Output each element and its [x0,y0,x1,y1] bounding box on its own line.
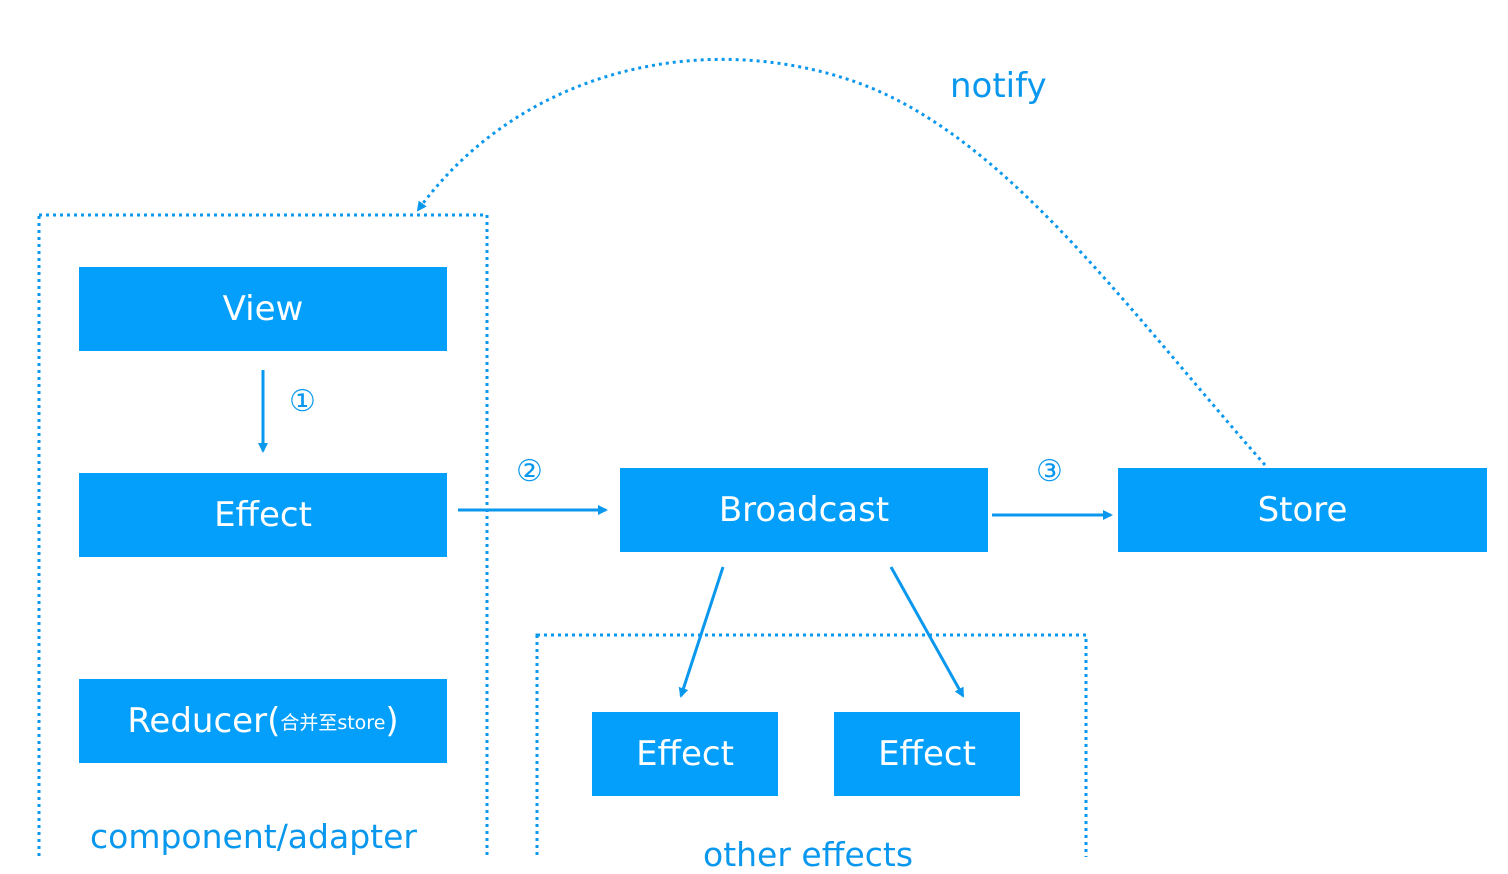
step-three-label: ③ [1036,454,1063,489]
view-label: View [222,289,304,329]
other-effects-label: other effects [703,835,914,874]
other-effect-label-1: Effect [636,734,734,774]
reducer-box: Reducer( 合并至store ) [79,679,447,763]
other-effect-label-2: Effect [878,734,976,774]
reducer-sub-label: 合并至store [280,711,386,734]
notify-label: notify [950,66,1047,106]
other-effect-box-1: Effect [592,712,778,796]
store-box: Store [1118,468,1487,552]
reducer-label: Reducer( [127,701,281,741]
store-label: Store [1257,490,1348,530]
broadcast-label: Broadcast [718,490,890,530]
broadcast-box: Broadcast [620,468,988,552]
broadcast-to-effect-left-arrow [678,566,725,698]
step-two-label: ② [516,454,543,489]
other-effects-group [535,633,1088,857]
other-effect-box-2: Effect [834,712,1020,796]
component-adapter-label: component/adapter [90,817,417,856]
notify-arrow [416,57,1267,466]
broadcast-to-effect-right-arrow [889,566,965,698]
effect-box: Effect [79,473,447,557]
effect-label: Effect [214,495,312,535]
view-box: View [79,267,447,351]
step-one-label: ① [289,384,316,419]
reducer-suffix: ) [385,701,399,741]
component-adapter-group [37,213,489,857]
